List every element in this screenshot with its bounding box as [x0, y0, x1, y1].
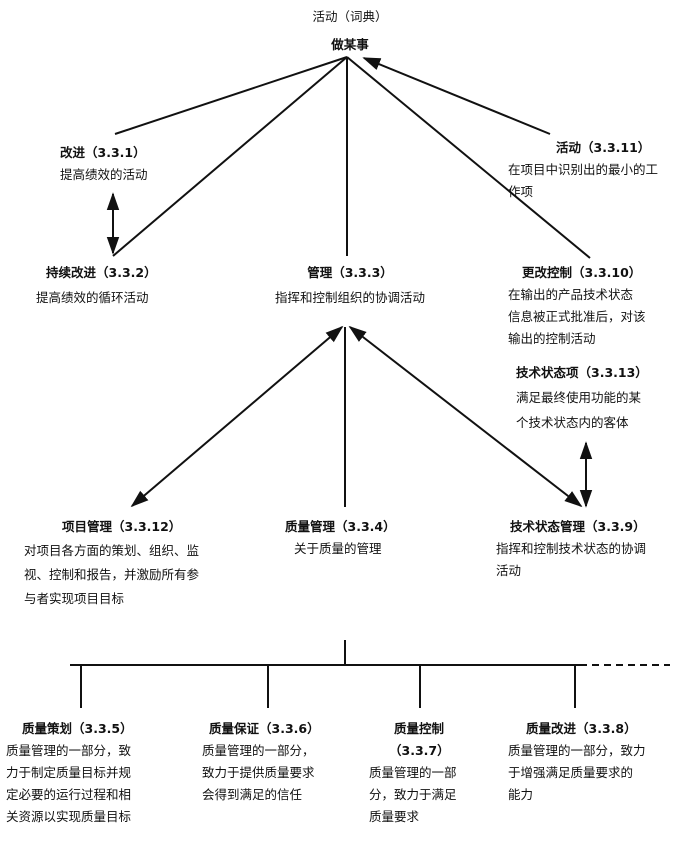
connector-activity-root	[362, 57, 551, 135]
node-desc: 视、控制和报告，并激励所有参	[24, 567, 200, 582]
node-project-management: 项目管理（3.3.12） 对项目各方面的策划、组织、监 视、控制和报告，并激励所…	[24, 516, 239, 610]
node-desc: 满足最终使用功能的某	[516, 390, 642, 405]
node-root-activity: 活动（词典） 做某事	[270, 6, 430, 56]
node-desc: 在项目中识别出的最小的工	[508, 162, 659, 177]
node-title: 项目管理（3.3.12）	[62, 519, 182, 534]
node-title: 质量管理（3.3.4）	[285, 519, 396, 534]
node-desc: 力于制定质量目标并规	[6, 765, 132, 780]
node-desc: 质量管理的一部	[369, 765, 457, 780]
node-quality-control: 质量控制 （3.3.7） 质量管理的一部 分，致力于满足 质量要求	[369, 718, 489, 828]
node-desc: 作项	[508, 184, 534, 199]
node-desc: 能力	[508, 787, 534, 802]
node-desc: 提高绩效的活动	[60, 167, 148, 182]
node-quality-assurance: 质量保证（3.3.6） 质量管理的一部分， 致力于提供质量要求 会得到满足的信任	[202, 718, 362, 806]
node-desc: 会得到满足的信任	[202, 787, 303, 802]
node-desc: 定必要的运行过程和相	[6, 787, 132, 802]
node-configuration-object: 技术状态项（3.3.13） 满足最终使用功能的某 个技术状态内的客体	[516, 362, 696, 434]
node-desc: 关于质量的管理	[294, 541, 382, 556]
node-desc: 与者实现项目目标	[24, 591, 125, 606]
connector-root-change-control	[346, 56, 591, 259]
node-management: 管理（3.3.3） 指挥和控制组织的协调活动	[245, 262, 455, 309]
node-title: 活动（3.3.11）	[556, 140, 651, 155]
node-desc: 指挥和控制组织的协调活动	[274, 290, 425, 305]
connector-root-improvement	[114, 56, 348, 135]
node-title: 质量保证（3.3.6）	[209, 721, 320, 736]
node-desc: 关资源以实现质量目标	[6, 809, 132, 824]
node-title: 更改控制（3.3.10）	[522, 265, 642, 280]
node-quality-improvement: 质量改进（3.3.8） 质量管理的一部分，致力 于增强满足质量要求的 能力	[508, 718, 698, 806]
node-continual-improvement: 持续改进（3.3.2） 提高绩效的循环活动	[36, 262, 236, 309]
node-desc: 信息被正式批准后，对该	[508, 309, 646, 324]
node-desc: 质量管理的一部分，致力	[508, 743, 646, 758]
node-configuration-management: 技术状态管理（3.3.9） 指挥和控制技术状态的协调 活动	[496, 516, 700, 582]
node-improvement: 改进（3.3.1） 提高绩效的活动	[60, 142, 240, 186]
node-desc: 输出的控制活动	[508, 331, 596, 346]
node-quality-planning: 质量策划（3.3.5） 质量管理的一部分，致 力于制定质量目标并规 定必要的运行…	[6, 718, 186, 828]
node-change-control: 更改控制（3.3.10） 在输出的产品技术状态 信息被正式批准后，对该 输出的控…	[508, 262, 698, 350]
node-title: 质量策划（3.3.5）	[22, 721, 133, 736]
node-title-code: （3.3.7）	[389, 743, 450, 758]
node-desc: 提高绩效的循环活动	[36, 290, 149, 305]
node-desc: 质量管理的一部分，	[202, 743, 315, 758]
node-quality-management: 质量管理（3.3.4） 关于质量的管理	[285, 516, 455, 560]
node-desc: 活动	[496, 563, 522, 578]
node-desc: 致力于提供质量要求	[202, 765, 315, 780]
node-desc: 对项目各方面的策划、组织、监	[24, 543, 200, 558]
node-desc: 质量管理的一部分，致	[6, 743, 132, 758]
connector-management-configuration-management	[348, 325, 583, 508]
node-root-subtitle: 做某事	[331, 37, 369, 52]
node-title: 改进（3.3.1）	[60, 145, 146, 160]
node-desc: 质量要求	[369, 809, 420, 824]
node-desc: 分，致力于满足	[369, 787, 457, 802]
node-desc: 于增强满足质量要求的	[508, 765, 634, 780]
node-title: 持续改进（3.3.2）	[46, 265, 157, 280]
node-desc: 个技术状态内的客体	[516, 415, 629, 430]
connector-root-continual-improvement	[112, 56, 348, 257]
connector-management-project-management	[130, 325, 344, 508]
node-desc: 在输出的产品技术状态	[508, 287, 634, 302]
node-title: 技术状态项（3.3.13）	[516, 365, 648, 380]
node-activity: 活动（3.3.11） 在项目中识别出的最小的工 作项	[508, 137, 698, 203]
node-title: 管理（3.3.3）	[307, 265, 393, 280]
node-desc: 指挥和控制技术状态的协调	[496, 541, 647, 556]
node-title: 质量改进（3.3.8）	[526, 721, 637, 736]
node-title: 技术状态管理（3.3.9）	[510, 519, 646, 534]
node-title: 质量控制	[394, 721, 445, 736]
node-root-title: 活动（词典）	[312, 9, 388, 24]
